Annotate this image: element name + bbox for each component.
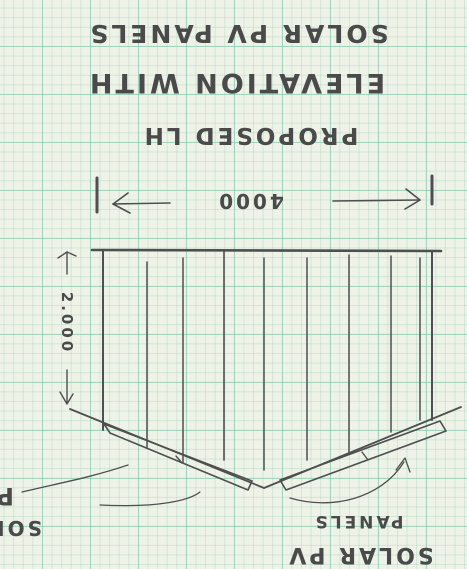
- right-label-leader: [289, 461, 405, 504]
- title-line-1: PROPOSED LH: [142, 122, 359, 148]
- pv-panels-right: [279, 420, 447, 491]
- frame-top-line: [90, 248, 443, 253]
- right-label-line-2: PANELS: [313, 511, 404, 531]
- left-label-leader: [21, 464, 129, 493]
- width-dimension-left-line: [112, 202, 171, 205]
- title-line-3: SOLAR PV PANELS: [87, 19, 388, 48]
- pv-panel-left-divider: [175, 455, 183, 464]
- width-dimension: [95, 174, 434, 214]
- height-dimension-bottom-arrowhead: [59, 391, 74, 405]
- height-dimension: [57, 251, 77, 405]
- cladding-lines: [146, 254, 421, 471]
- right-label-leader-arrowhead: [395, 457, 411, 473]
- pv-panels-left: [103, 423, 253, 491]
- right-label-line-1: SOLAR PV: [286, 542, 433, 567]
- width-dimension-left-arrowhead: [112, 192, 131, 214]
- title-line-2: ELEVATION WITH: [87, 67, 385, 98]
- pv-panel-right-outline: [279, 420, 447, 491]
- left-label-partial-2: SOL: [0, 516, 42, 540]
- left-label-leader-2: [99, 491, 201, 507]
- elevation-frame: [90, 248, 443, 461]
- left-label-partial-1: P: [0, 482, 14, 510]
- width-dimension-right-line: [332, 199, 421, 202]
- height-dimension-label: 2.000: [58, 292, 76, 354]
- width-dimension-label: 4000: [216, 189, 284, 213]
- pv-panel-right-divider: [361, 451, 369, 461]
- width-dimension-right-arrowhead: [404, 188, 421, 210]
- pv-panel-left-outline: [103, 423, 253, 491]
